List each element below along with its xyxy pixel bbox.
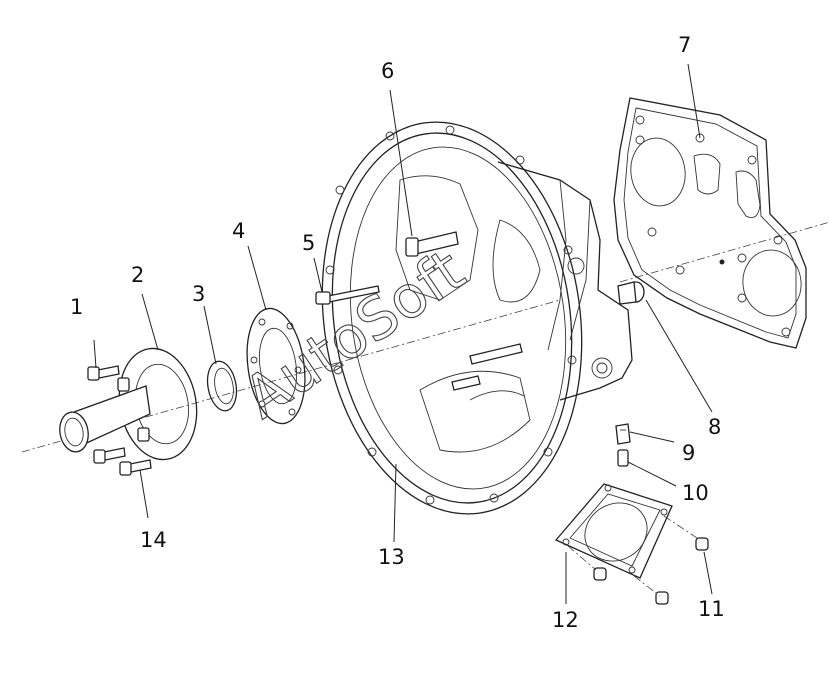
plug-part-8 — [617, 281, 645, 305]
flywheel-housing-part-13 — [321, 121, 633, 515]
callout-13: 13 — [378, 545, 405, 569]
bolt-part-1 — [87, 365, 120, 381]
fitting-part-10 — [617, 449, 629, 467]
callout-8: 8 — [708, 415, 721, 439]
gasket-part-4 — [246, 307, 306, 425]
callout-3: 3 — [192, 282, 205, 306]
cover-plate-part-12 — [554, 483, 673, 579]
callout-7: 7 — [678, 33, 691, 57]
gasket-part-7 — [613, 97, 807, 349]
callout-14: 14 — [140, 528, 167, 552]
stud-part-5 — [315, 285, 380, 305]
bolt-part-14 — [93, 377, 152, 476]
callout-4: 4 — [232, 219, 245, 243]
flange-hub-part-2 — [59, 347, 198, 461]
leader-lines — [93, 63, 713, 604]
center-axis-line — [21, 221, 830, 453]
callout-1: 1 — [70, 295, 83, 319]
stud-lower — [451, 343, 523, 391]
fitting-part-9 — [615, 423, 631, 445]
bolt-part-6 — [405, 231, 459, 257]
callout-2: 2 — [131, 263, 144, 287]
callout-6: 6 — [381, 59, 394, 83]
screw-part-11 — [567, 515, 709, 605]
callout-10: 10 — [682, 481, 709, 505]
callout-11: 11 — [698, 597, 725, 621]
callout-5: 5 — [302, 231, 315, 255]
callout-9: 9 — [682, 441, 695, 465]
seal-part-3 — [206, 360, 238, 412]
callout-12: 12 — [552, 608, 579, 632]
